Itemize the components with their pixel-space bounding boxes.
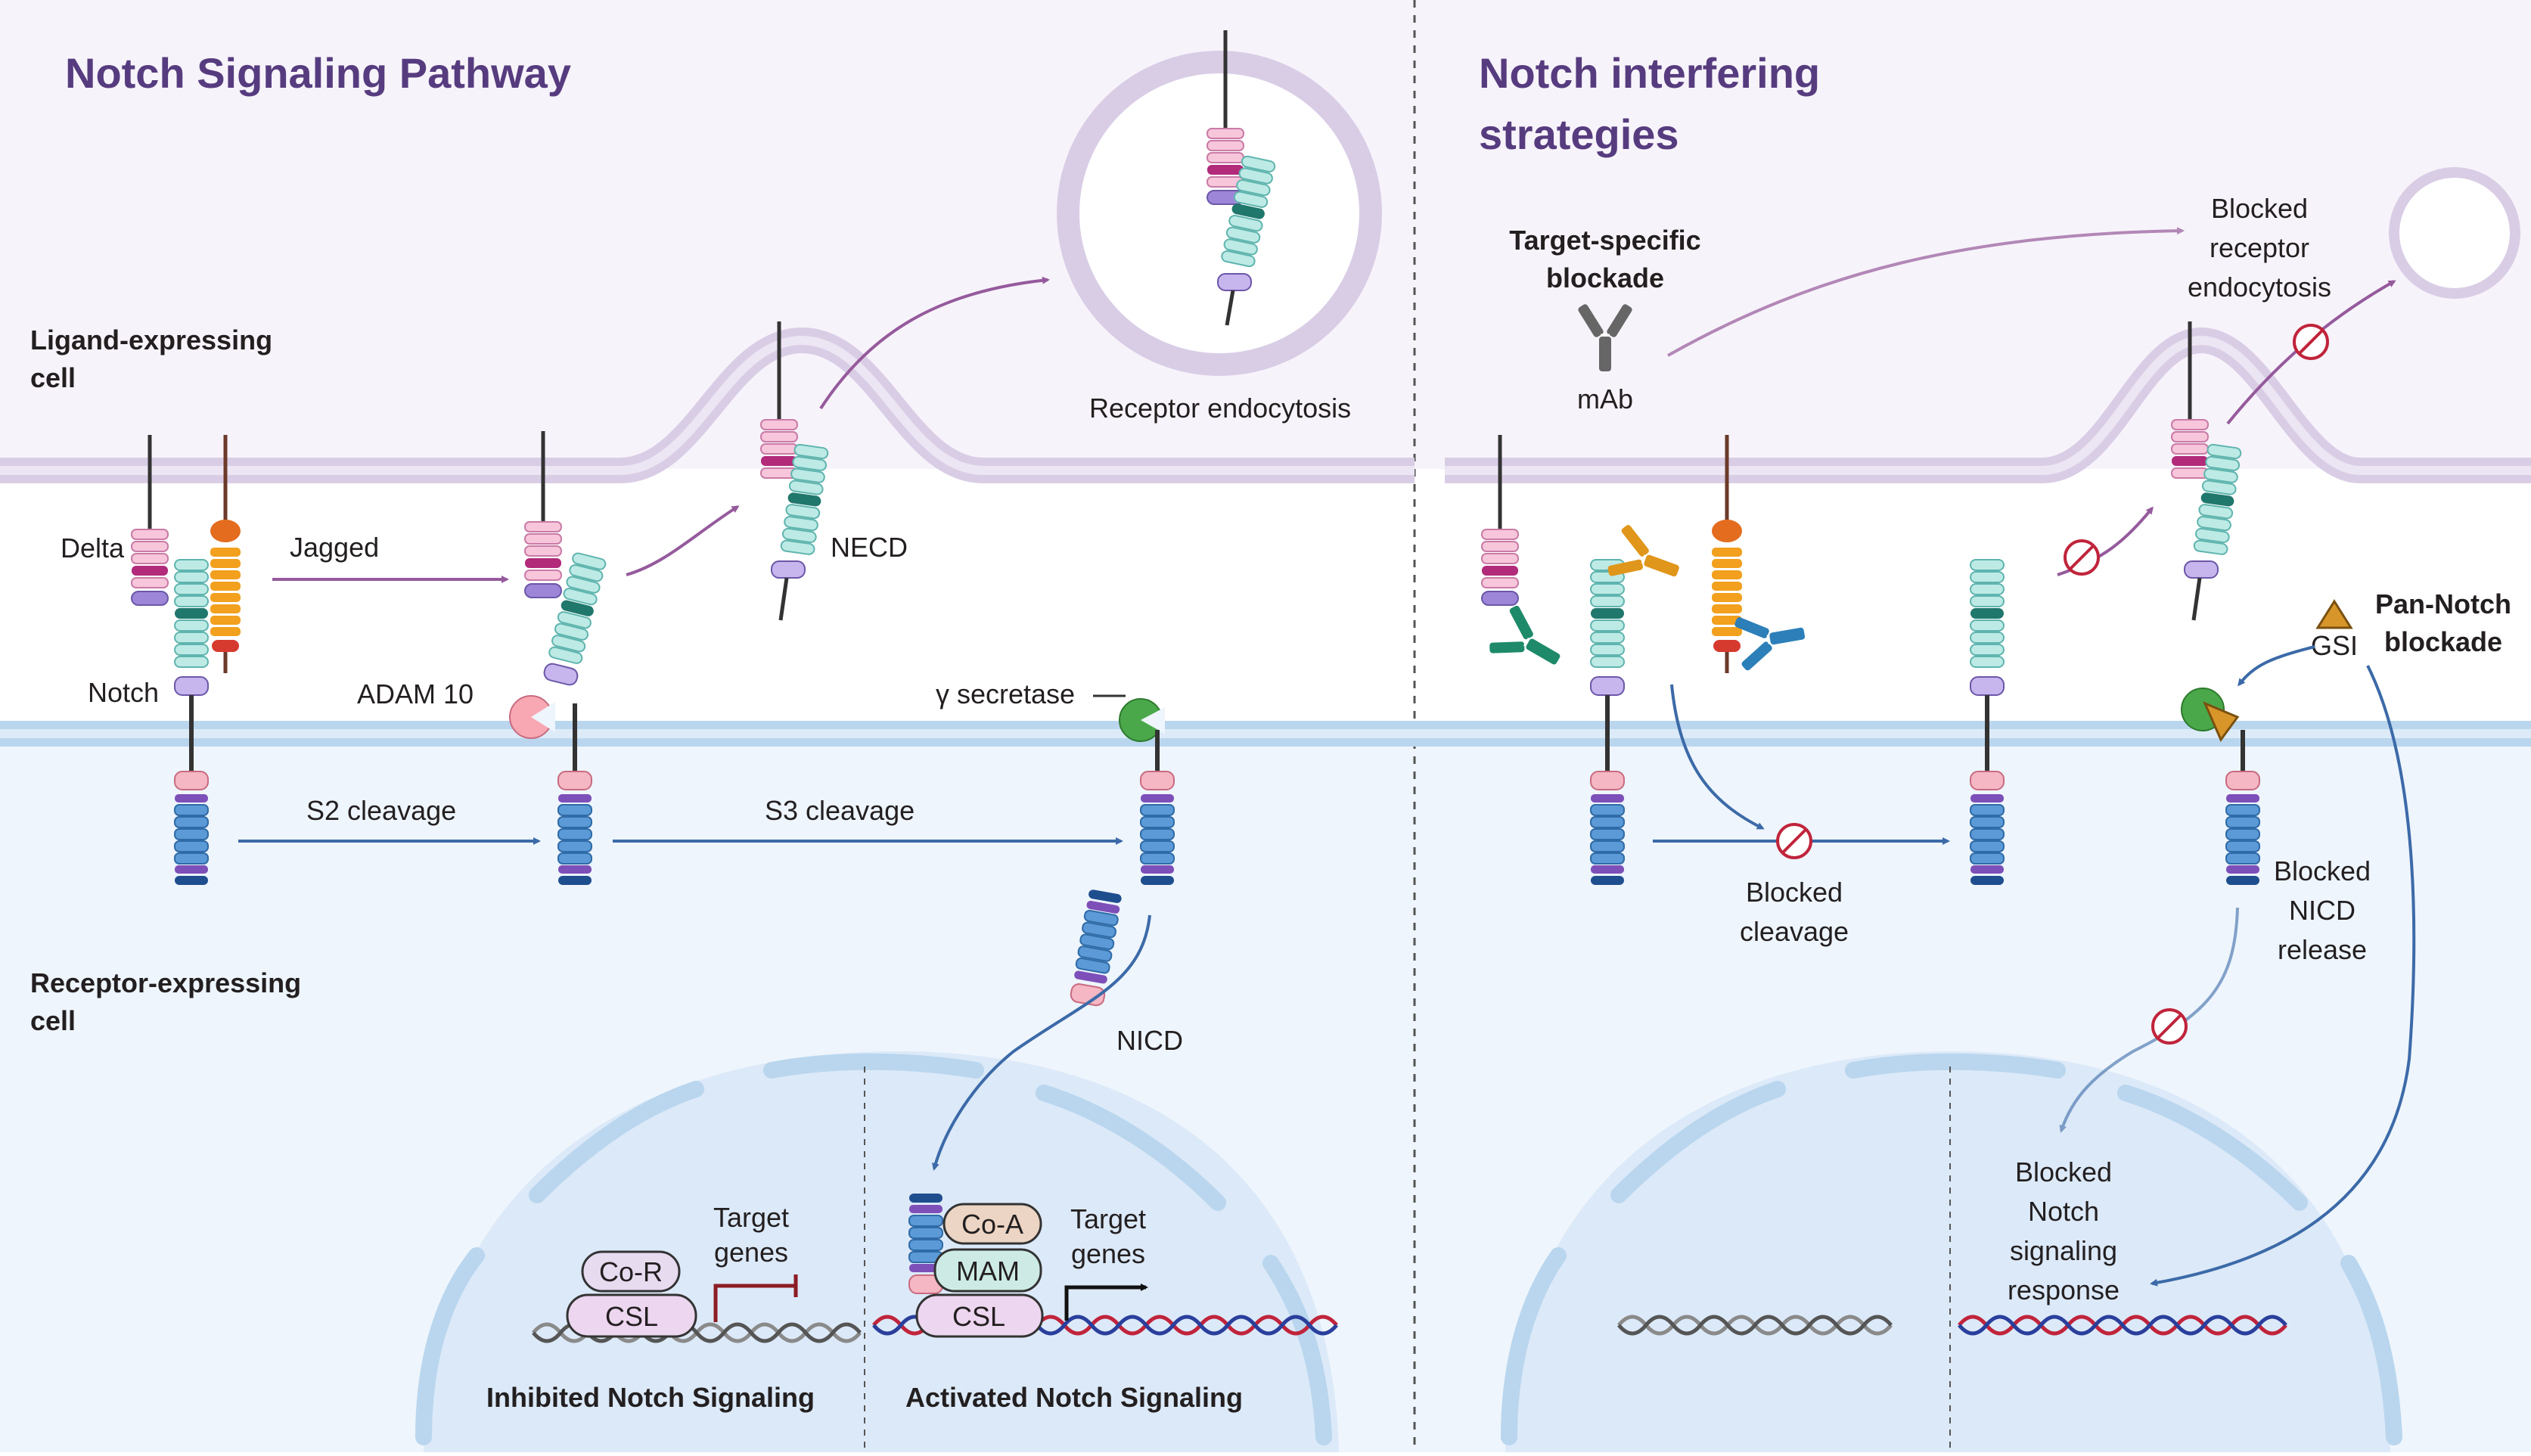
receptor-cell-label-1: Receptor-expressing	[30, 967, 301, 998]
endocytosis-label: Receptor endocytosis	[1089, 393, 1351, 424]
blocked-cleavage-no-icon	[1776, 823, 1812, 859]
endocytosis-arrow-2	[819, 276, 1050, 410]
gsi-label: GSI	[2311, 630, 2358, 661]
activated-title: Activated Notch Signaling	[905, 1382, 1243, 1413]
inhibition-arrow	[713, 1284, 796, 1322]
csl-label-activated: CSL	[952, 1301, 1005, 1332]
receptor-membrane-inner	[0, 729, 2531, 738]
necd-label: NECD	[831, 532, 908, 563]
ligand-bound-necd	[524, 431, 607, 686]
endocytosing-complex-right	[2171, 321, 2243, 621]
jagged-label: Jagged	[290, 532, 379, 563]
s2-cleavage-label: S2 cleavage	[306, 795, 456, 826]
blocked-endocytosis-vesicle	[2389, 167, 2520, 299]
dna-right-color-2	[1958, 1315, 2287, 1336]
target-genes-inhibited-1: Target	[713, 1202, 789, 1233]
csl-box-activated	[915, 1293, 1044, 1338]
ligand-membrane-inner	[0, 335, 2531, 475]
blocked-response-label-4: response	[2008, 1274, 2120, 1305]
target-specific-label-2: blockade	[1546, 262, 1664, 293]
gamma-secretase-enzyme	[1119, 698, 1165, 742]
pan-notch-label-2: blockade	[2384, 626, 2502, 657]
target-genes-activated-2: genes	[1071, 1238, 1145, 1269]
blocked-nicd-no-icon	[2151, 1008, 2188, 1045]
synaptic-space	[0, 469, 2531, 730]
blocked-endocytosis-no-icon-2	[2293, 324, 2329, 360]
blocked-cleavage-label-1: Blocked	[1746, 877, 1843, 908]
notch-label: Notch	[88, 677, 159, 708]
blocked-response-label-3: signaling	[2010, 1235, 2117, 1266]
dna-right-grey-2	[1617, 1315, 1893, 1336]
right-panel-title-2: strategies	[1479, 110, 1679, 158]
endocytosis-arrow-1	[626, 505, 740, 576]
blocked-nicd-label-3: release	[2278, 934, 2367, 965]
blocked-nicd-label-2: NICD	[2289, 895, 2356, 926]
target-specific-label-1: Target-specific	[1509, 225, 1700, 256]
blocked-response-label-1: Blocked	[2015, 1156, 2112, 1187]
blocked-endocytosis-label-3: endocytosis	[2188, 272, 2331, 303]
blocked-cleavage-curve	[1670, 684, 1765, 830]
nuclear-envelope-left	[415, 1053, 1332, 1445]
gsi-triangle	[2315, 599, 2353, 629]
ligand-cell-label-2: cell	[30, 362, 76, 393]
target-genes-activated-1: Target	[1070, 1203, 1146, 1234]
inhibited-title: Inhibited Notch Signaling	[486, 1382, 815, 1413]
co-r-label: Co-R	[599, 1256, 663, 1287]
adam10-label: ADAM 10	[357, 678, 474, 709]
vesicle-complex	[1206, 30, 1277, 326]
ligand-cell-label-1: Ligand-expressing	[30, 324, 272, 355]
pan-notch-label-1: Pan-Notch	[2375, 588, 2511, 619]
nuclear-envelope-right	[1501, 1053, 2402, 1445]
gamma-secretase-blocked	[2181, 688, 2240, 742]
activated-complex: Co-A MAM CSL	[908, 1194, 1044, 1338]
s3-cleavage-label: S3 cleavage	[765, 795, 915, 826]
delta-ligand-right	[1481, 435, 1519, 606]
co-a-box	[943, 1203, 1042, 1245]
delta-label: Delta	[61, 532, 125, 563]
left-panel-title: Notch Signaling Pathway	[65, 49, 571, 97]
blocked-endocytosis-label-1: Blocked	[2211, 193, 2308, 224]
csl-box-inhibited	[566, 1293, 697, 1338]
gsi-arrow	[2238, 645, 2315, 687]
blocked-endocytosis-label-2: receptor	[2210, 232, 2309, 263]
blocked-response-label-2: Notch	[2028, 1196, 2099, 1227]
nicd-to-nucleus-arrow	[932, 914, 1151, 1171]
blocked-endocytosis-no-icon-1	[2064, 539, 2100, 576]
mam-box	[933, 1248, 1042, 1293]
blocked-nicd-label-1: Blocked	[2274, 855, 2371, 886]
notch-icd-3	[1140, 771, 1175, 886]
co-a-label: Co-A	[961, 1209, 1023, 1240]
notch-icd-2	[557, 771, 592, 886]
notch-receptor-1	[174, 559, 209, 886]
blocked-nicd-arrow	[2059, 907, 2239, 1133]
endocytosing-complex	[760, 321, 830, 621]
endocytosis-vesicle	[1057, 51, 1382, 376]
inhibited-complex: Co-R CSL	[566, 1250, 697, 1338]
notch-receptor-right-1	[1590, 559, 1625, 886]
receptor-cell-label-2: cell	[30, 1005, 76, 1036]
gamma-secretase-label: γ secretase	[936, 678, 1075, 709]
notch-icd-right-3	[2225, 771, 2260, 886]
pan-notch-arrow	[2150, 665, 2416, 1287]
co-r-box	[581, 1250, 681, 1293]
activation-arrow	[1064, 1284, 1148, 1321]
mab-to-endocytosis-arrow	[1667, 227, 2185, 357]
nicd-label: NICD	[1116, 1025, 1183, 1056]
right-panel-title-1: Notch interfering	[1479, 49, 1820, 97]
target-genes-inhibited-2: genes	[714, 1237, 788, 1268]
nucleus-left	[424, 1051, 1339, 1452]
mab-label: mAb	[1577, 383, 1633, 414]
adam10-enzyme	[509, 695, 555, 739]
jagged-ligand-right	[1712, 435, 1742, 673]
nucleus-right	[1505, 1051, 2390, 1452]
csl-label-inhibited: CSL	[605, 1301, 658, 1332]
mam-label: MAM	[956, 1256, 1020, 1287]
delta-ligand	[131, 435, 169, 606]
jagged-ligand	[210, 435, 241, 673]
blocked-cleavage-label-2: cleavage	[1740, 916, 1849, 947]
notch-receptor-right-2	[1970, 559, 2005, 886]
